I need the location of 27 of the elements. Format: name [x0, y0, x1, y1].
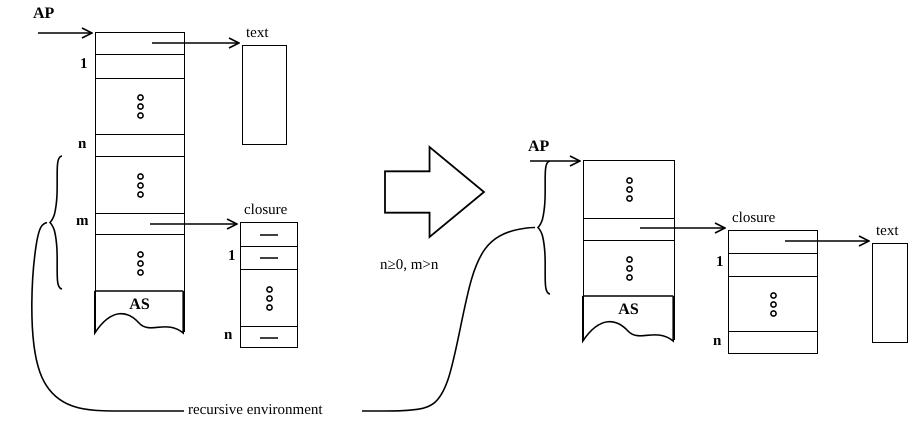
curly-brace	[48, 155, 64, 290]
row-label: 1	[228, 249, 236, 264]
arrow	[640, 222, 726, 234]
row-label: 1	[716, 255, 724, 270]
arrow	[152, 37, 240, 49]
curly-brace	[536, 160, 552, 295]
arrow	[38, 27, 93, 39]
block-heading: closure	[244, 202, 288, 219]
arrow	[530, 155, 581, 167]
leader-line	[31, 222, 184, 412]
stack-label: AS	[617, 302, 640, 318]
pointer-label: AP	[528, 139, 558, 157]
row-label: n	[713, 334, 722, 349]
leader-line	[362, 226, 536, 412]
arrow	[785, 235, 870, 247]
row-label: 1	[80, 57, 88, 72]
row-label: n	[78, 137, 86, 152]
arrow	[150, 218, 238, 230]
caption-text: recursive environment	[188, 401, 358, 419]
stack-label: AS	[128, 297, 151, 313]
condition-text: n≥0, m>n	[380, 258, 438, 273]
block-heading: text	[876, 223, 898, 240]
row-label: n	[224, 328, 232, 343]
block-heading: closure	[732, 210, 776, 227]
block-heading: text	[246, 25, 268, 42]
pointer-label: AP	[33, 6, 63, 24]
row-label: m	[76, 214, 88, 229]
